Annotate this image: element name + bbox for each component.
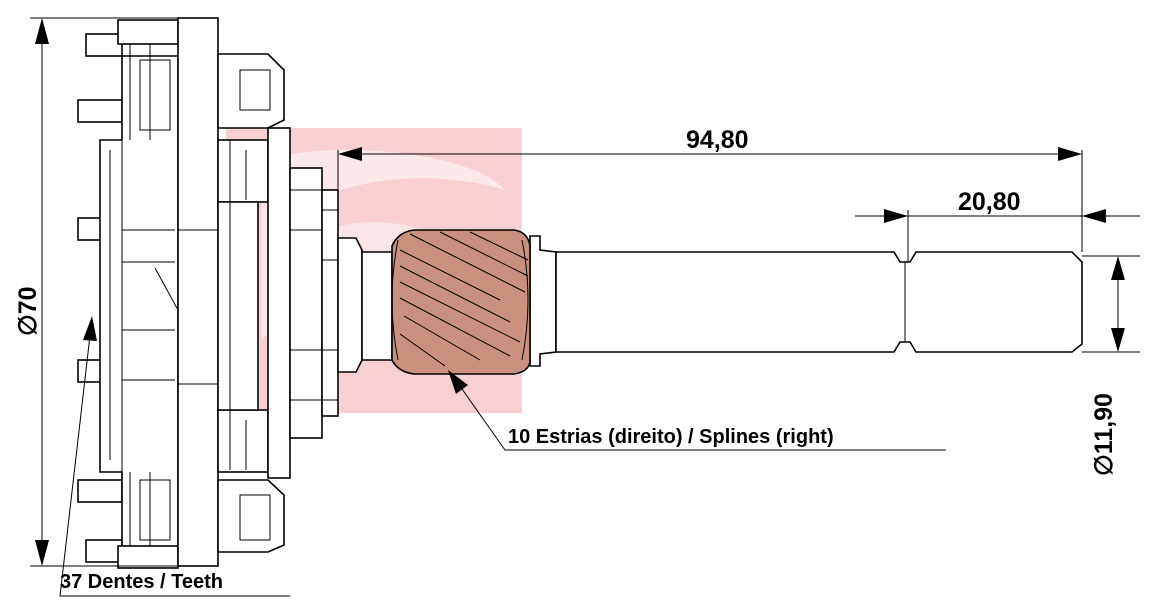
tip-length-label: 20,80 [958, 188, 1021, 216]
gear-flange-assembly [77, 17, 339, 569]
drive-shaft [337, 235, 1083, 373]
shaft-diameter-label: ∅11,90 [1090, 393, 1118, 476]
dimension-lines [30, 17, 1140, 597]
outer-diameter-label: ∅70 [14, 286, 42, 336]
teeth-callout: 37 Dentes / Teeth [60, 571, 223, 593]
helical-pinion [391, 229, 531, 375]
splines-callout: 10 Estrias (direito) / Splines (right) [508, 426, 834, 448]
shaft-length-label: 94,80 [686, 126, 749, 154]
